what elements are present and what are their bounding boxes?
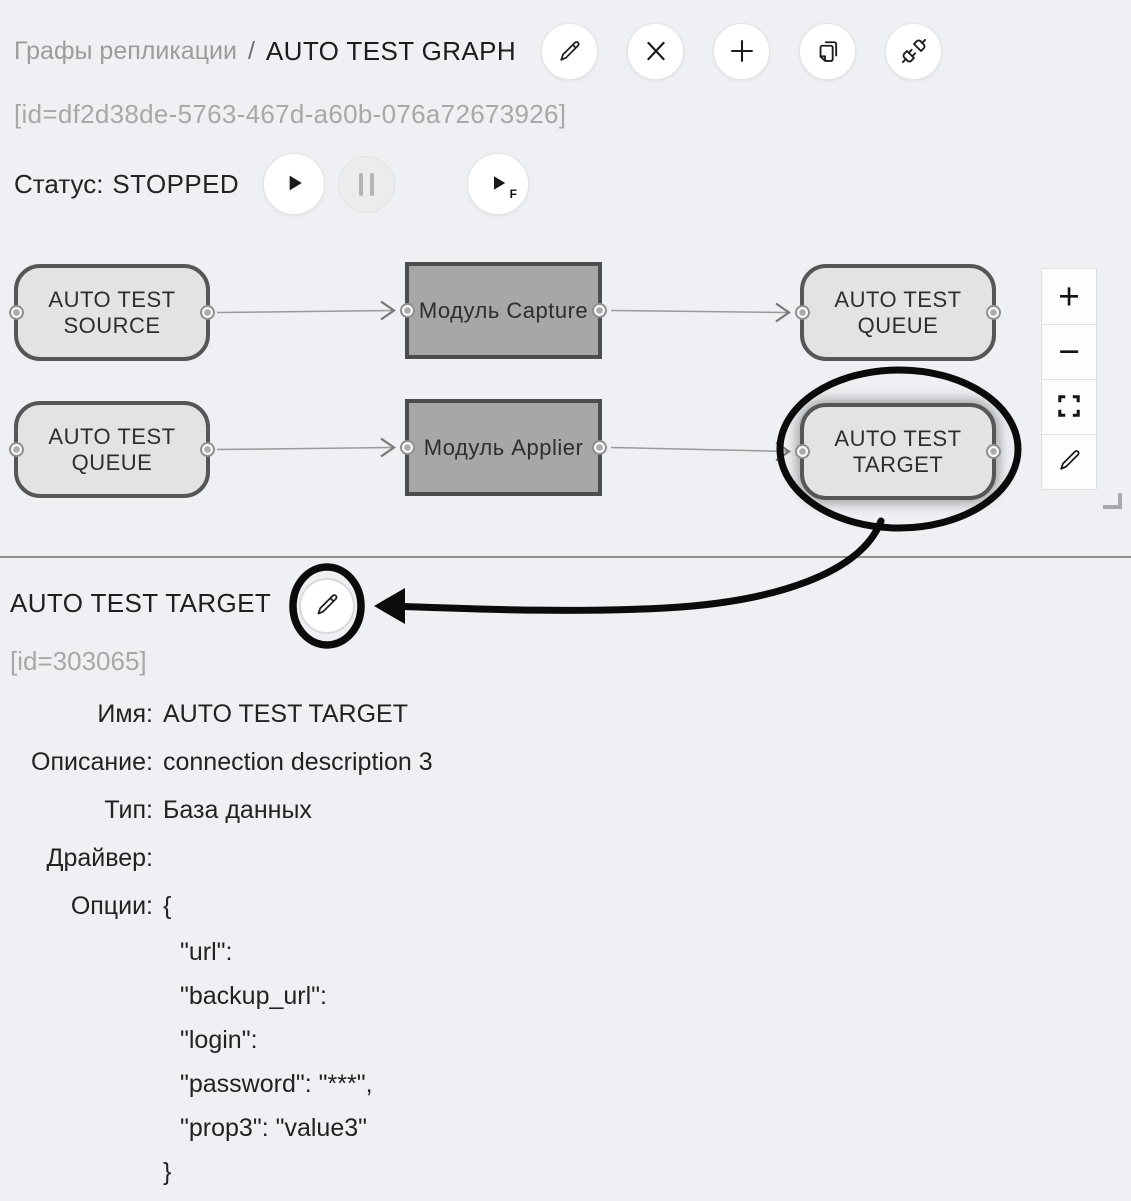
plus-icon: + — [1058, 275, 1080, 317]
port-out[interactable] — [200, 304, 215, 320]
graph-node-queue-bottom[interactable]: AUTO TEST QUEUE — [9, 401, 215, 498]
option-line: "password": "***", — [180, 1070, 373, 1098]
edit-connection-button[interactable] — [299, 578, 355, 634]
field-label: Опции: — [70, 891, 153, 920]
field-row-driver: Драйвер: — [0, 834, 1131, 882]
port-in[interactable] — [400, 302, 415, 318]
pencil-icon — [556, 38, 583, 65]
connection-fields: Имя: AUTO TEST TARGET Описание: connecti… — [0, 690, 1131, 930]
status-badge: STOPPED — [112, 168, 240, 199]
connection-id: [id=303065] — [10, 646, 147, 676]
port-in[interactable] — [795, 443, 810, 459]
breadcrumb: Графы репликации / AUTO TEST GRAPH — [14, 20, 1125, 82]
port-in[interactable] — [9, 304, 24, 320]
option-line: "backup_url": — [180, 982, 327, 1010]
fit-view-button[interactable] — [1042, 379, 1096, 434]
graph-node-source[interactable]: AUTO TEST SOURCE — [9, 264, 215, 361]
node-label: AUTO TEST SOURCE — [48, 286, 176, 338]
pencil-icon — [1056, 441, 1083, 483]
graph-actions-toolbar — [541, 22, 943, 80]
status-row: Статус: STOPPED F — [14, 152, 530, 216]
node-label: Модуль Applier — [423, 434, 584, 460]
plus-icon — [728, 37, 756, 65]
field-row-name: Имя: AUTO TEST TARGET — [0, 690, 1131, 738]
port-out[interactable] — [592, 302, 607, 318]
port-out[interactable] — [592, 439, 607, 455]
field-label: Имя: — [97, 699, 153, 728]
field-label: Тип: — [104, 795, 153, 824]
field-row-type: Тип: База данных — [0, 786, 1131, 834]
graph-node-applier-module[interactable]: Модуль Applier — [400, 399, 607, 496]
play-forced-icon — [486, 171, 510, 198]
option-line: "url": — [180, 938, 233, 966]
x-icon — [643, 38, 669, 64]
pause-icon — [359, 172, 375, 196]
delete-graph-button[interactable] — [627, 22, 685, 80]
field-value: База данных — [163, 795, 312, 824]
page-title: AUTO TEST GRAPH — [265, 35, 517, 66]
graph-node-queue-top[interactable]: AUTO TEST QUEUE — [795, 264, 1001, 361]
pause-replication-button[interactable] — [338, 155, 396, 213]
node-label: AUTO TEST QUEUE — [834, 286, 962, 338]
canvas-resize-handle[interactable] — [1103, 493, 1122, 509]
pencil-icon — [313, 591, 341, 622]
node-label: AUTO TEST TARGET — [834, 425, 962, 477]
port-out[interactable] — [986, 443, 1001, 459]
play-icon — [281, 170, 307, 199]
options-json-block: "url": "backup_url": "login": "password"… — [0, 930, 1131, 1194]
port-out[interactable] — [200, 441, 215, 457]
field-label: Описание: — [31, 747, 153, 776]
edit-canvas-button[interactable] — [1042, 434, 1096, 489]
section-divider — [0, 556, 1131, 558]
add-node-button[interactable] — [713, 22, 771, 80]
fullscreen-icon — [1056, 386, 1082, 428]
field-row-options: Опции: { — [0, 882, 1131, 930]
connection-button[interactable] — [885, 22, 943, 80]
canvas-toolbar: + − — [1041, 268, 1097, 490]
graph-node-target[interactable]: AUTO TEST TARGET — [795, 403, 1001, 500]
breadcrumb-parent-link[interactable]: Графы репликации — [14, 36, 237, 65]
copy-icon — [814, 37, 842, 65]
option-line: "login": — [180, 1026, 258, 1054]
node-label: Модуль Capture — [418, 297, 589, 323]
field-value: AUTO TEST TARGET — [163, 699, 408, 728]
option-line: "prop3": "value3" — [180, 1114, 367, 1142]
option-line-closing-brace: } — [163, 1158, 172, 1186]
field-label: Драйвер: — [46, 843, 153, 872]
graph-canvas[interactable]: AUTO TEST SOURCE Модуль Capture AUTO TES… — [0, 240, 1131, 540]
port-in[interactable] — [9, 441, 24, 457]
minus-icon: − — [1058, 331, 1080, 372]
breadcrumb-separator: / — [247, 36, 255, 65]
zoom-in-button[interactable]: + — [1042, 269, 1096, 324]
graph-edges — [216, 300, 791, 462]
status-text: Статус: STOPPED — [14, 169, 239, 200]
node-label: AUTO TEST QUEUE — [48, 423, 176, 475]
graph-node-capture-module[interactable]: Модуль Capture — [400, 262, 607, 359]
forced-marker: F — [509, 187, 518, 201]
graph-id: [id=df2d38de-5763-467d-a60b-076a72673926… — [14, 99, 567, 129]
copy-graph-button[interactable] — [799, 22, 857, 80]
field-value: connection description 3 — [163, 747, 433, 776]
port-out[interactable] — [986, 304, 1001, 320]
start-forced-replication-button[interactable]: F — [467, 153, 530, 215]
zoom-out-button[interactable]: − — [1042, 324, 1096, 379]
detail-title: AUTO TEST TARGET — [10, 588, 272, 618]
edit-graph-button[interactable] — [541, 22, 599, 80]
field-row-description: Описание: connection description 3 — [0, 738, 1131, 786]
annotation-arrowhead — [374, 588, 405, 624]
port-in[interactable] — [400, 439, 415, 455]
field-value: { — [163, 891, 172, 920]
port-in[interactable] — [795, 304, 810, 320]
status-label: Статус: — [14, 168, 104, 199]
unplug-icon — [900, 37, 928, 65]
start-replication-button[interactable] — [263, 153, 326, 215]
